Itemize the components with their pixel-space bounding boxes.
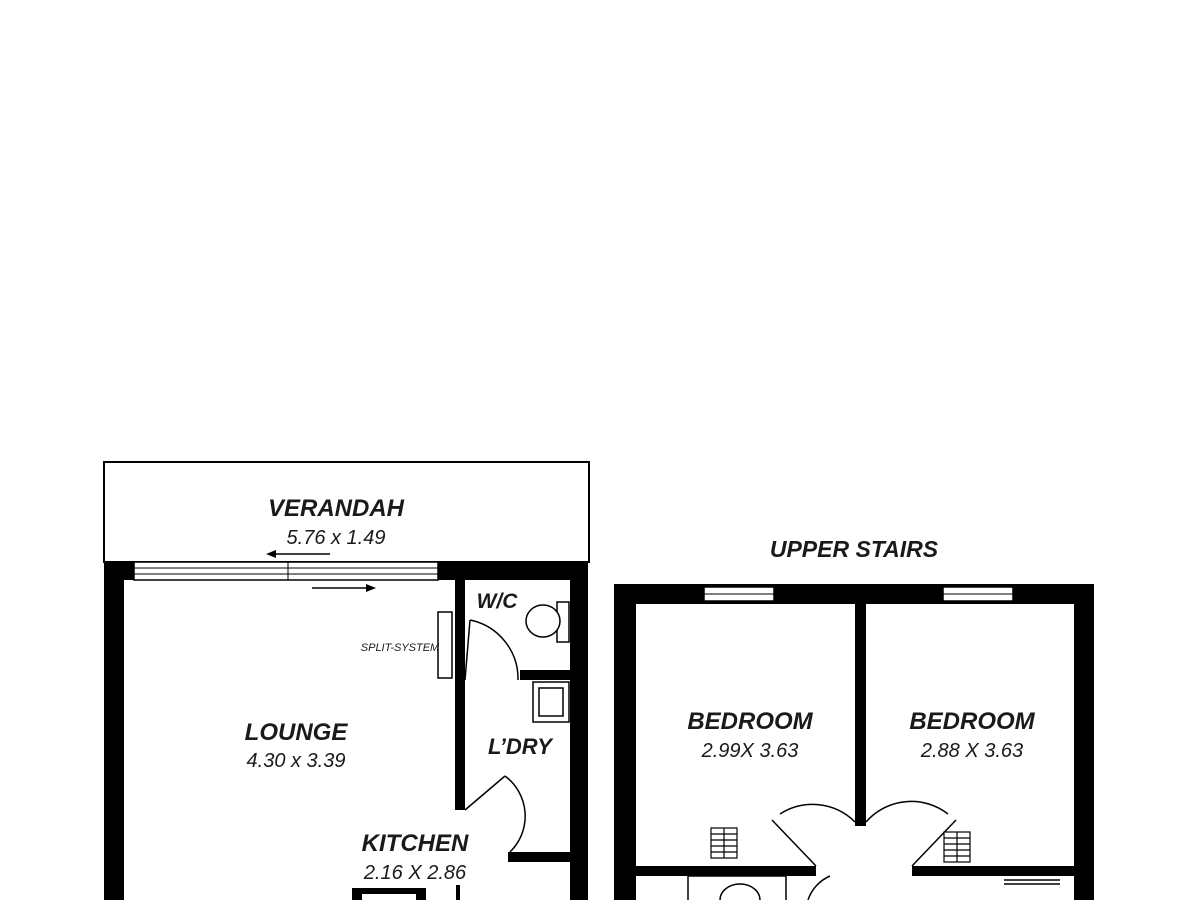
wc-door (464, 619, 519, 681)
split-system-label: SPLIT-SYSTEM (361, 642, 440, 654)
laundry-tub-icon (532, 681, 570, 723)
bedroom-1-label: BEDROOM (687, 708, 813, 735)
ground-floor-walls (104, 562, 588, 900)
wardrobe-icon (943, 831, 971, 863)
kitchen-label: KITCHEN (362, 830, 469, 857)
laundry-label: L’DRY (488, 734, 554, 759)
verandah-label: VERANDAH (268, 495, 405, 522)
lounge-dimensions: 4.30 x 3.39 (247, 750, 346, 772)
sliding-door (133, 561, 439, 581)
kitchen-bench (352, 888, 426, 900)
arrow-right-icon (312, 584, 376, 592)
bedroom-2-label: BEDROOM (909, 708, 1035, 735)
bedroom-1-door (771, 803, 856, 867)
window-bedroom-1 (703, 586, 775, 602)
wc-label: W/C (477, 590, 519, 613)
wardrobe-icon (710, 827, 738, 859)
bedroom-1-dimensions: 2.99X 3.63 (701, 740, 799, 762)
toilet-icon (525, 601, 570, 643)
split-system-unit (437, 611, 453, 679)
window-bedroom-2 (942, 586, 1014, 602)
arrow-left-icon (266, 550, 330, 558)
upper-stairs-title: UPPER STAIRS (770, 536, 939, 562)
lounge-label: LOUNGE (245, 719, 349, 746)
bedroom-2-door (865, 800, 957, 867)
laundry-door (464, 775, 526, 853)
kitchen-dimensions: 2.16 X 2.86 (363, 862, 467, 884)
bathroom-fixture (687, 875, 1060, 900)
bedroom-2-dimensions: 2.88 X 3.63 (920, 740, 1023, 762)
verandah-dimensions: 5.76 x 1.49 (287, 527, 386, 549)
